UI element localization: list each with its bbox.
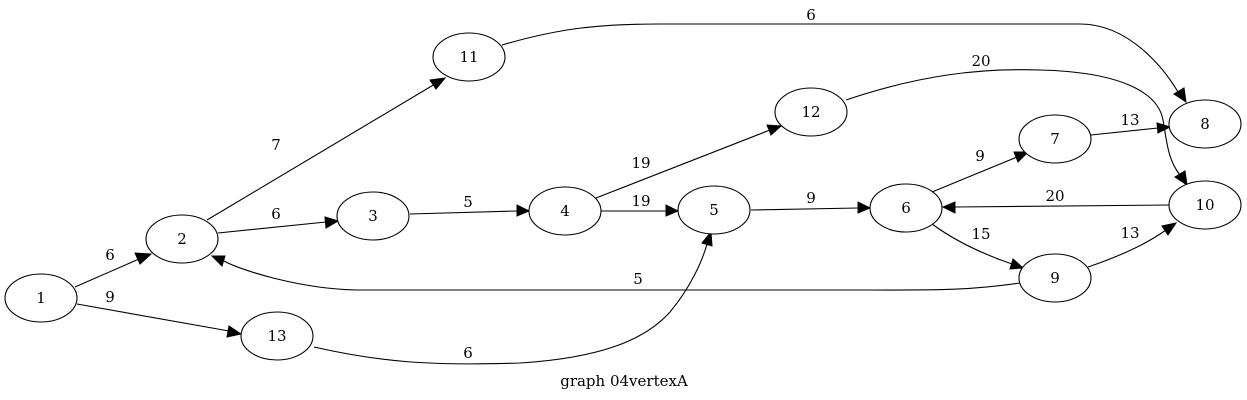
edge-1-13	[76, 303, 230, 332]
node-8-ellipse	[1168, 99, 1242, 149]
node-11-label: 11	[459, 48, 478, 66]
edge-9-2	[223, 260, 1021, 291]
node-12: 12	[774, 87, 848, 137]
edge-13-5	[313, 243, 708, 365]
edge-9-10	[1087, 229, 1167, 268]
edge-weight-1-13: 9	[105, 288, 115, 306]
node-3-label: 3	[368, 207, 378, 225]
node-9-ellipse	[1018, 253, 1092, 303]
node-4-label: 4	[560, 202, 570, 220]
node-12-label: 12	[801, 103, 820, 121]
edge-weight-3-4: 5	[463, 193, 473, 211]
edge-4-12	[595, 129, 771, 199]
edge-3-4	[409, 210, 518, 215]
node-3-ellipse	[336, 191, 410, 241]
node-7-label: 7	[1050, 130, 1060, 148]
node-9-label: 9	[1050, 269, 1060, 287]
graph-caption: graph 04vertexA	[560, 372, 688, 390]
edge-weight-13-5: 6	[463, 344, 473, 362]
arrowhead-13-5	[701, 230, 713, 247]
edge-weight-6-9: 15	[971, 225, 990, 243]
arrowhead-3-4	[516, 204, 531, 217]
edge-weight-4-5: 19	[631, 192, 650, 210]
edge-weight-11-8: 6	[806, 6, 816, 24]
arrowhead-9-10	[1161, 222, 1178, 236]
node-10-ellipse	[1168, 180, 1242, 230]
arrowhead-5-6	[857, 201, 872, 214]
arrowhead-4-5	[665, 204, 680, 217]
edge-weight-9-10: 13	[1120, 224, 1139, 242]
node-4-ellipse	[528, 186, 602, 236]
edge-12-10	[845, 69, 1181, 176]
node-5: 5	[677, 185, 751, 235]
edge-11-8	[501, 23, 1179, 93]
edge-1-2	[74, 258, 140, 288]
node-5-ellipse	[677, 185, 751, 235]
node-6-ellipse	[869, 183, 943, 233]
edge-2-11	[206, 83, 436, 221]
node-11: 11	[432, 32, 506, 82]
nodes-layer: 1 2 3 4 5 6 7 8	[4, 32, 1242, 361]
arrowhead-2-3	[324, 216, 340, 229]
node-1-ellipse	[4, 273, 78, 323]
edge-weight-12-10: 20	[971, 52, 990, 70]
node-13: 13	[240, 311, 314, 361]
edge-10-6	[954, 204, 1171, 208]
edge-weight-5-6: 9	[806, 189, 816, 207]
node-4: 4	[528, 186, 602, 236]
node-10-label: 10	[1195, 196, 1214, 214]
edge-labels-layer: 6 9 7 6 5 19 19 9 9 15 13 13 5 20 6 20 6	[105, 6, 1139, 362]
arrowhead-10-6	[941, 201, 956, 214]
edges-layer	[74, 23, 1188, 365]
node-2-ellipse	[145, 214, 219, 264]
node-10: 10	[1168, 180, 1242, 230]
edge-5-6	[750, 207, 859, 211]
node-6-label: 6	[901, 199, 911, 217]
edge-weight-4-12: 19	[631, 154, 650, 172]
arrowhead-6-9	[1009, 258, 1025, 270]
node-11-ellipse	[432, 32, 506, 82]
node-13-label: 13	[267, 327, 286, 345]
edge-6-7	[931, 156, 1018, 193]
node-5-label: 5	[709, 201, 719, 219]
arrowhead-2-11	[429, 77, 447, 90]
node-2: 2	[145, 214, 219, 264]
arrowhead-4-12	[766, 124, 783, 136]
node-9: 9	[1018, 253, 1092, 303]
edge-6-9	[931, 223, 1013, 265]
edge-weight-9-2: 5	[633, 270, 643, 288]
node-12-ellipse	[774, 87, 848, 137]
edge-weight-7-8: 13	[1120, 111, 1139, 129]
edge-weight-2-11: 7	[271, 136, 281, 154]
edge-weight-10-6: 20	[1045, 187, 1064, 205]
edge-7-8	[1090, 127, 1159, 136]
node-7-ellipse	[1018, 114, 1092, 164]
node-1: 1	[4, 273, 78, 323]
arrowhead-1-13	[226, 325, 243, 338]
node-3: 3	[336, 191, 410, 241]
node-1-label: 1	[36, 289, 46, 307]
node-2-label: 2	[177, 230, 187, 248]
node-7: 7	[1018, 114, 1092, 164]
node-8-label: 8	[1200, 115, 1210, 133]
edge-2-3	[217, 221, 327, 234]
arrowhead-9-2	[210, 255, 226, 267]
arrowhead-12-10	[1174, 170, 1188, 187]
edge-weight-2-3: 6	[271, 205, 281, 223]
arrowhead-1-2	[134, 252, 153, 265]
edge-weight-1-2: 6	[105, 246, 115, 264]
node-8: 8	[1168, 99, 1242, 149]
arrowhead-11-8	[1173, 87, 1187, 104]
node-6: 6	[869, 183, 943, 233]
node-13-ellipse	[240, 311, 314, 361]
edge-weight-6-7: 9	[975, 147, 985, 165]
arrowhead-6-7	[1013, 151, 1030, 163]
